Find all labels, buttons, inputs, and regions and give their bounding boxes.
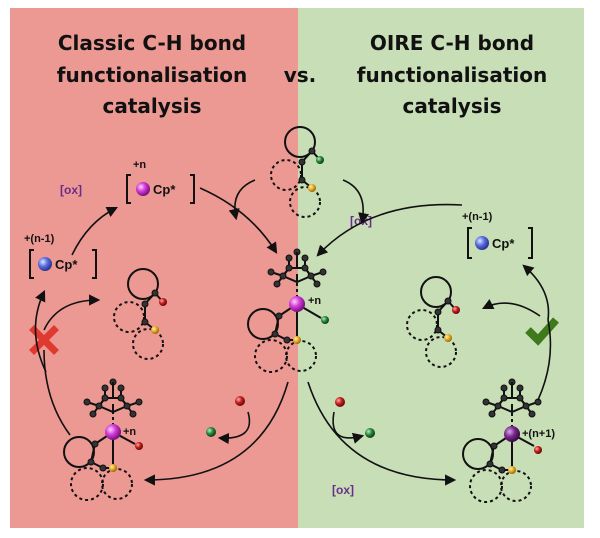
metal-atom (504, 426, 520, 442)
substrate-top (270, 126, 324, 218)
oire-title-line1: OIRE C-H bond (370, 31, 534, 55)
charge-label: +(n+1) (522, 428, 555, 440)
reaction-arrows (34, 179, 552, 486)
arrow-release-right (481, 298, 541, 317)
green-atom-left (206, 427, 216, 437)
arrow-exchange-left (217, 411, 251, 445)
substrate-right (406, 276, 460, 368)
red-atom (159, 298, 167, 306)
ox-label-left: [ox] (60, 183, 82, 197)
check-icon (525, 317, 559, 346)
brackets (126, 174, 195, 204)
oire-title: OIRE C-H bond functionalisation catalysi… (357, 31, 547, 118)
classic-title-line3: catalysis (103, 94, 202, 118)
green-atom (316, 156, 324, 164)
charge-label: +n (133, 159, 146, 171)
cp-label: Cp* (492, 236, 515, 251)
metal-atom (136, 182, 150, 196)
red-atom (135, 442, 143, 450)
yellow-atom (308, 184, 316, 192)
brackets (467, 227, 533, 259)
arrow-substrate-left (228, 179, 256, 221)
yellow-atom (508, 466, 516, 474)
charge-label: +n (123, 426, 136, 438)
metal-atom (38, 257, 52, 271)
arrow-up-left (34, 289, 47, 373)
charge-label: +(n-1) (24, 233, 55, 245)
red-atom-left (235, 396, 245, 406)
cp-complex-right: +(n-1) Cp* (462, 211, 533, 259)
metal-atom (475, 236, 489, 250)
yellow-atom (444, 334, 452, 342)
ox-label-right: [ox] (350, 214, 372, 228)
cp-complex-left: +(n-1) Cp* (24, 233, 97, 279)
ox-label-bottom: [ox] (332, 483, 354, 497)
classic-title: Classic C-H bond functionalisation catal… (57, 31, 247, 118)
arrow-exchange-right (332, 411, 365, 444)
arrow-to-bottom-right (307, 381, 457, 486)
arrow-to-bottom-left (143, 381, 289, 486)
arc-left (43, 349, 71, 436)
brackets (29, 249, 97, 279)
oire-title-line3: catalysis (403, 94, 502, 118)
green-atom-right (365, 428, 375, 438)
classic-title-line1: Classic C-H bond (58, 31, 246, 55)
arrow-release-left (43, 294, 101, 331)
metal-complex-right-bottom: +(n+1) (462, 378, 555, 503)
red-atom (452, 306, 460, 314)
red-atom-right (335, 397, 345, 407)
arrow-oxidation-left (71, 206, 119, 256)
arrow-to-center-right (316, 203, 463, 257)
metal-complex-left-bottom: +n (63, 378, 143, 501)
vs-label: vs. (284, 63, 317, 87)
yellow-atom (293, 336, 301, 344)
cp-complex-left-top: +n Cp* (126, 159, 195, 204)
yellow-atom (151, 326, 159, 334)
metal-atom (105, 424, 121, 440)
arrow-up-right (522, 264, 550, 321)
oire-panel-background (298, 8, 584, 528)
red-atom (534, 446, 542, 454)
cp-label: Cp* (153, 182, 176, 197)
arrow-to-center-left (199, 187, 278, 254)
classic-title-line2: functionalisation (57, 63, 247, 87)
metal-atom (289, 296, 305, 312)
arrow-substrate-right (342, 179, 370, 225)
oire-title-line2: functionalisation (357, 63, 547, 87)
charge-label: +(n-1) (462, 211, 493, 223)
cp-label: Cp* (55, 257, 78, 272)
green-atom (321, 316, 329, 324)
classic-panel-background (10, 8, 298, 528)
arc-right-lower (537, 319, 552, 401)
yellow-atom (109, 464, 117, 472)
metal-complex-center: +n (247, 248, 329, 373)
substrate-left (113, 268, 167, 360)
charge-label: +n (308, 295, 321, 307)
